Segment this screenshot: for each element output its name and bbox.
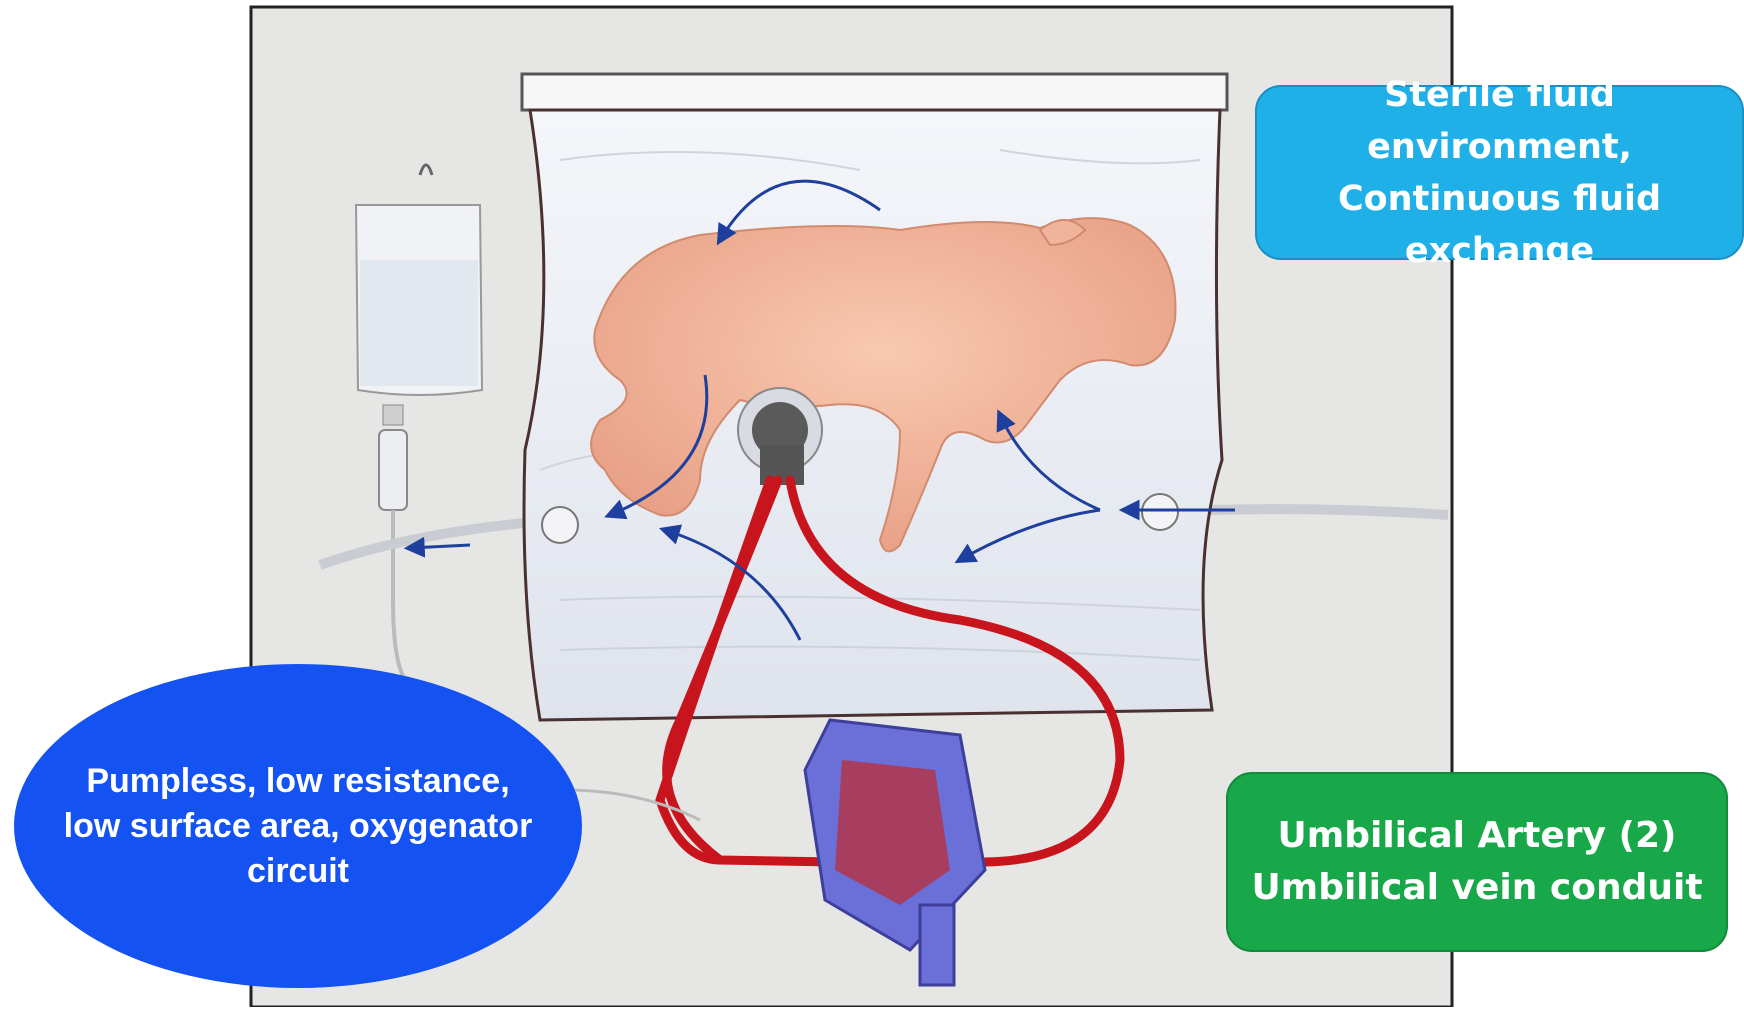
umbilical-callout-line-1: Umbilical Artery (2) — [1251, 810, 1702, 862]
sterile-fluid-callout: Sterile fluid environment, Continuous fl… — [1255, 85, 1744, 260]
bag-port-left — [542, 507, 578, 543]
sterile-callout-line-1: Sterile fluid environment, — [1257, 69, 1742, 173]
sterile-callout-line-2: Continuous fluid exchange — [1257, 173, 1742, 277]
bag-hanger — [522, 74, 1227, 110]
pumpless-callout-line-3: circuit — [64, 849, 533, 894]
bag-port-right — [1142, 494, 1178, 530]
umbilical-callout: Umbilical Artery (2) Umbilical vein cond… — [1226, 772, 1728, 952]
pumpless-callout-line-2: low surface area, oxygenator — [64, 804, 533, 849]
pumpless-callout-line-1: Pumpless, low resistance, — [64, 759, 533, 804]
umbilical-callout-line-2: Umbilical vein conduit — [1251, 862, 1702, 914]
oxygenator-circuit-callout: Pumpless, low resistance, low surface ar… — [14, 664, 582, 988]
